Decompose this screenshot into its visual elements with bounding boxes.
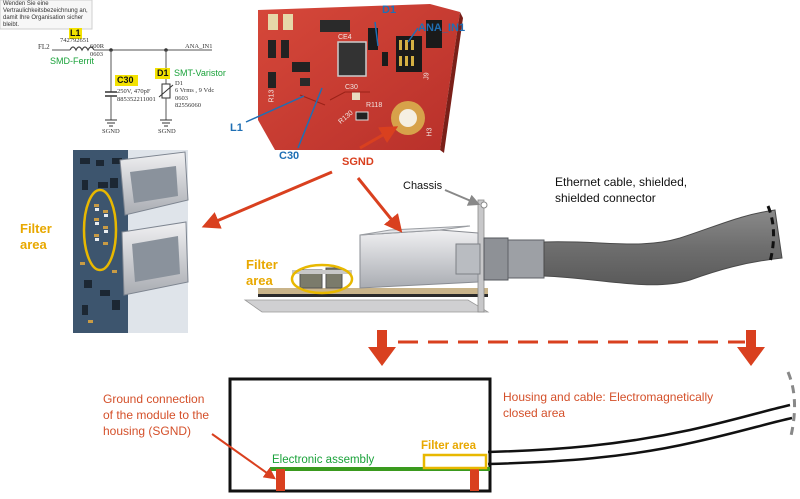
- tooltip-line-4: bleibt.: [3, 22, 20, 28]
- pcb-photo: [245, 4, 463, 153]
- ethernet-cable: [543, 209, 783, 286]
- housing-box: [228, 377, 492, 493]
- silk-r118: R118: [366, 102, 383, 109]
- callout-arrows: [201, 126, 765, 366]
- ground-label-line-2: of the module to the: [103, 408, 210, 422]
- cable-plug: [483, 237, 509, 281]
- pcb-edge: [258, 288, 488, 296]
- fl2-label: FL2: [38, 43, 50, 51]
- sgnd-callout: SGND: [342, 156, 374, 168]
- pcb-label-d1: D1: [382, 4, 397, 16]
- c30-tag: C30: [117, 75, 134, 85]
- d1-spec-1: 6 Vrms , 9 Vdc: [175, 87, 215, 94]
- pcb-closeup: [73, 150, 189, 333]
- d1-spec-2: 0603: [175, 95, 188, 102]
- cable-line-2: [487, 416, 793, 466]
- filter-area-label-bottom: Filter area: [421, 440, 476, 452]
- schematic: [52, 28, 212, 127]
- filter-area-ellipse-left: [82, 188, 118, 272]
- pcb-label-l1: L1: [230, 122, 243, 134]
- silk-r13: R13: [268, 89, 276, 103]
- tooltip-line-1: Wenden Sie eine: [3, 1, 49, 7]
- c30-spec-1: 250V, 470pF: [117, 88, 151, 95]
- c30-spec-2: 885352211001: [117, 96, 156, 103]
- chassis-label: Chassis: [403, 180, 443, 192]
- filter-area-left-line-2: area: [20, 237, 47, 252]
- ferrite-part: 742792651: [60, 37, 90, 44]
- d1-tag: D1: [157, 68, 169, 78]
- gnd-label-2: SGND: [158, 128, 176, 135]
- silk-ce4: CE4: [338, 34, 352, 41]
- l1-tag: L1: [70, 28, 81, 38]
- d1-spec-3: 82556060: [175, 102, 201, 109]
- pcb-label-c30: C30: [279, 150, 300, 162]
- filter-area-box: [422, 453, 488, 470]
- ferrite-label: SMD-Ferrit: [50, 56, 94, 66]
- ground-label-line-3: housing (SGND): [103, 424, 192, 438]
- silk-c30: C30: [345, 84, 358, 91]
- housing-label-line-2: closed area: [503, 406, 566, 420]
- cable-line-1: [487, 403, 791, 454]
- filter-area-left-line-1: Filter: [20, 221, 52, 236]
- filter-area-right-line-1: Filter: [246, 257, 278, 272]
- varistor-label: SMT-Varistor: [174, 68, 226, 78]
- ground-label-line-1: Ground connection: [103, 392, 205, 406]
- ferrite-spec-2: 0603: [90, 51, 103, 58]
- electronic-assembly-label: Electronic assembly: [272, 454, 375, 466]
- ground-post-left: [276, 469, 285, 491]
- housing-label-line-1: Housing and cable: Electromagnetically: [503, 390, 714, 404]
- filter-area-right-line-2: area: [246, 273, 273, 288]
- net-ana-in1: ANA_IN1: [185, 43, 213, 50]
- tooltip-line-2: Vertraulichkeitsbezeichnung an,: [3, 8, 88, 14]
- gnd-label-1: SGND: [102, 128, 120, 135]
- housing-schematic: [211, 371, 797, 493]
- ethernet-label-line-1: Ethernet cable, shielded,: [555, 175, 688, 189]
- ethernet-assembly: [243, 199, 783, 313]
- tooltip-box: [0, 0, 93, 30]
- pcb-label-ana-in1: ANA_IN1: [418, 22, 466, 34]
- ground-post-right: [470, 469, 479, 491]
- tooltip-line-3: damit Ihre Organisation sicher: [3, 15, 84, 21]
- ferrite-symbol: [69, 46, 95, 52]
- component-ic: [337, 41, 367, 77]
- silk-j9: J9: [423, 72, 431, 80]
- d1-ref: D1: [175, 80, 183, 87]
- filter-area-ellipse-right: [290, 263, 354, 295]
- ferrite-spec-1: 600R: [90, 43, 105, 50]
- ethernet-label-line-2: shielded connector: [555, 191, 656, 205]
- silk-h3: H3: [426, 127, 434, 137]
